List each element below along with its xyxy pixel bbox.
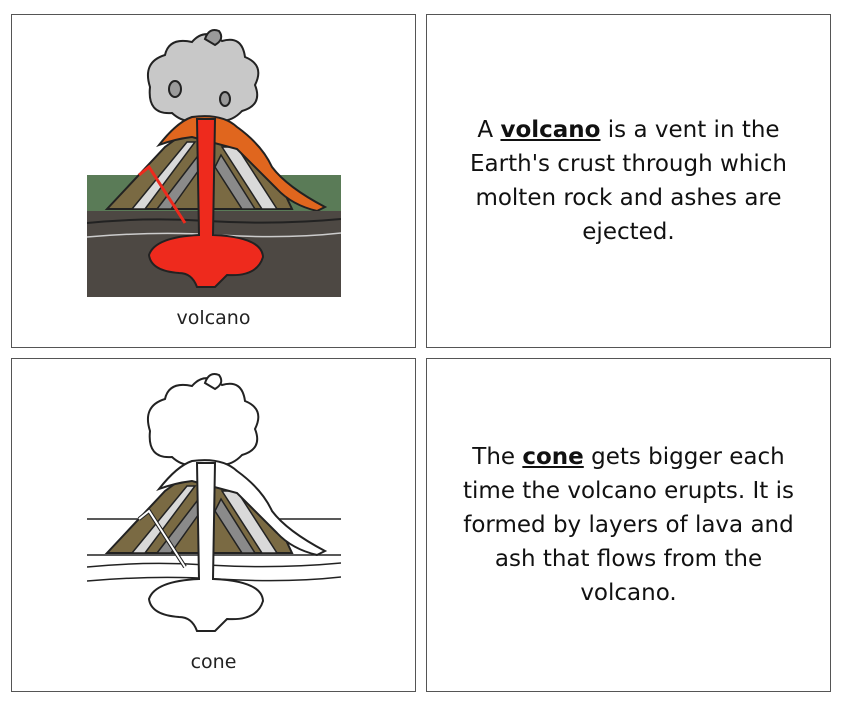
card-caption: cone [190,651,237,673]
definition-text: The cone gets bigger each time the volca… [463,444,794,606]
picture-card-volcano: volcano [11,14,416,348]
definition-card-volcano: A volcano is a vent in the Earth's crust… [426,14,831,348]
card-caption: volcano [176,307,251,329]
definition-text: A volcano is a vent in the Earth's crust… [470,117,787,245]
picture-card-cone: cone [11,358,416,692]
definition-term: volcano [500,117,601,143]
volcano-illustration-color-icon [87,29,341,297]
definition-card-cone: The cone gets bigger each time the volca… [426,358,831,692]
definition-term: cone [522,444,584,470]
volcano-cone-illustration-outline-icon [87,373,341,632]
